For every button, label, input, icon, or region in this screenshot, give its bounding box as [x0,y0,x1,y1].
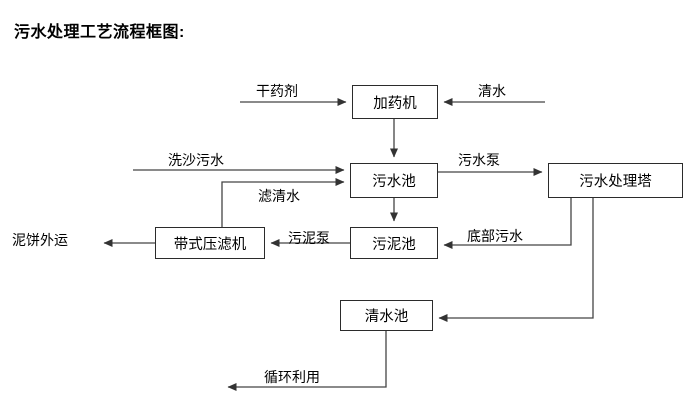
node-label: 清水池 [364,309,409,325]
edge-label-mud-cake-outbound: 泥饼外运 [12,232,68,248]
node-label: 污水处理塔 [579,174,652,190]
edge-label-recycle-reuse: 循环利用 [264,369,320,385]
node-label: 加药机 [373,95,417,112]
edge-label-dry-chemical: 干药剂 [256,83,298,99]
edge-label-clean-water: 清水 [478,83,506,99]
node-label: 污泥池 [372,236,416,253]
edge-label-bottom-sewage: 底部污水 [467,228,523,244]
node-treatment-tower[interactable]: 污水处理塔 [548,163,683,198]
page-title: 污水处理工艺流程框图: [14,24,185,41]
connector-tower-to-clear-water-pool [438,198,594,322]
node-belt-filter-press[interactable]: 带式压滤机 [155,227,265,259]
connector-tower-to-sludge-pool [443,198,572,249]
edge-label-sewage-pump: 污水泵 [458,152,500,168]
edge-label-sludge-pump: 污泥泵 [288,230,330,246]
edge-label-sand-wash-sewage: 洗沙污水 [168,152,224,168]
node-label: 带式压滤机 [173,236,247,253]
node-clear-water-pool[interactable]: 清水池 [340,300,433,331]
connector-clear-water-pool-to-recycle [227,331,387,391]
edge-label-filtered-clear-water: 滤清水 [258,188,300,204]
connector-filtered-to-sewage-pool [221,178,345,227]
node-sludge-pool[interactable]: 污泥池 [350,227,438,259]
node-label: 污水池 [372,174,416,190]
node-sewage-pool[interactable]: 污水池 [350,163,438,198]
node-dosing-machine[interactable]: 加药机 [352,85,438,119]
